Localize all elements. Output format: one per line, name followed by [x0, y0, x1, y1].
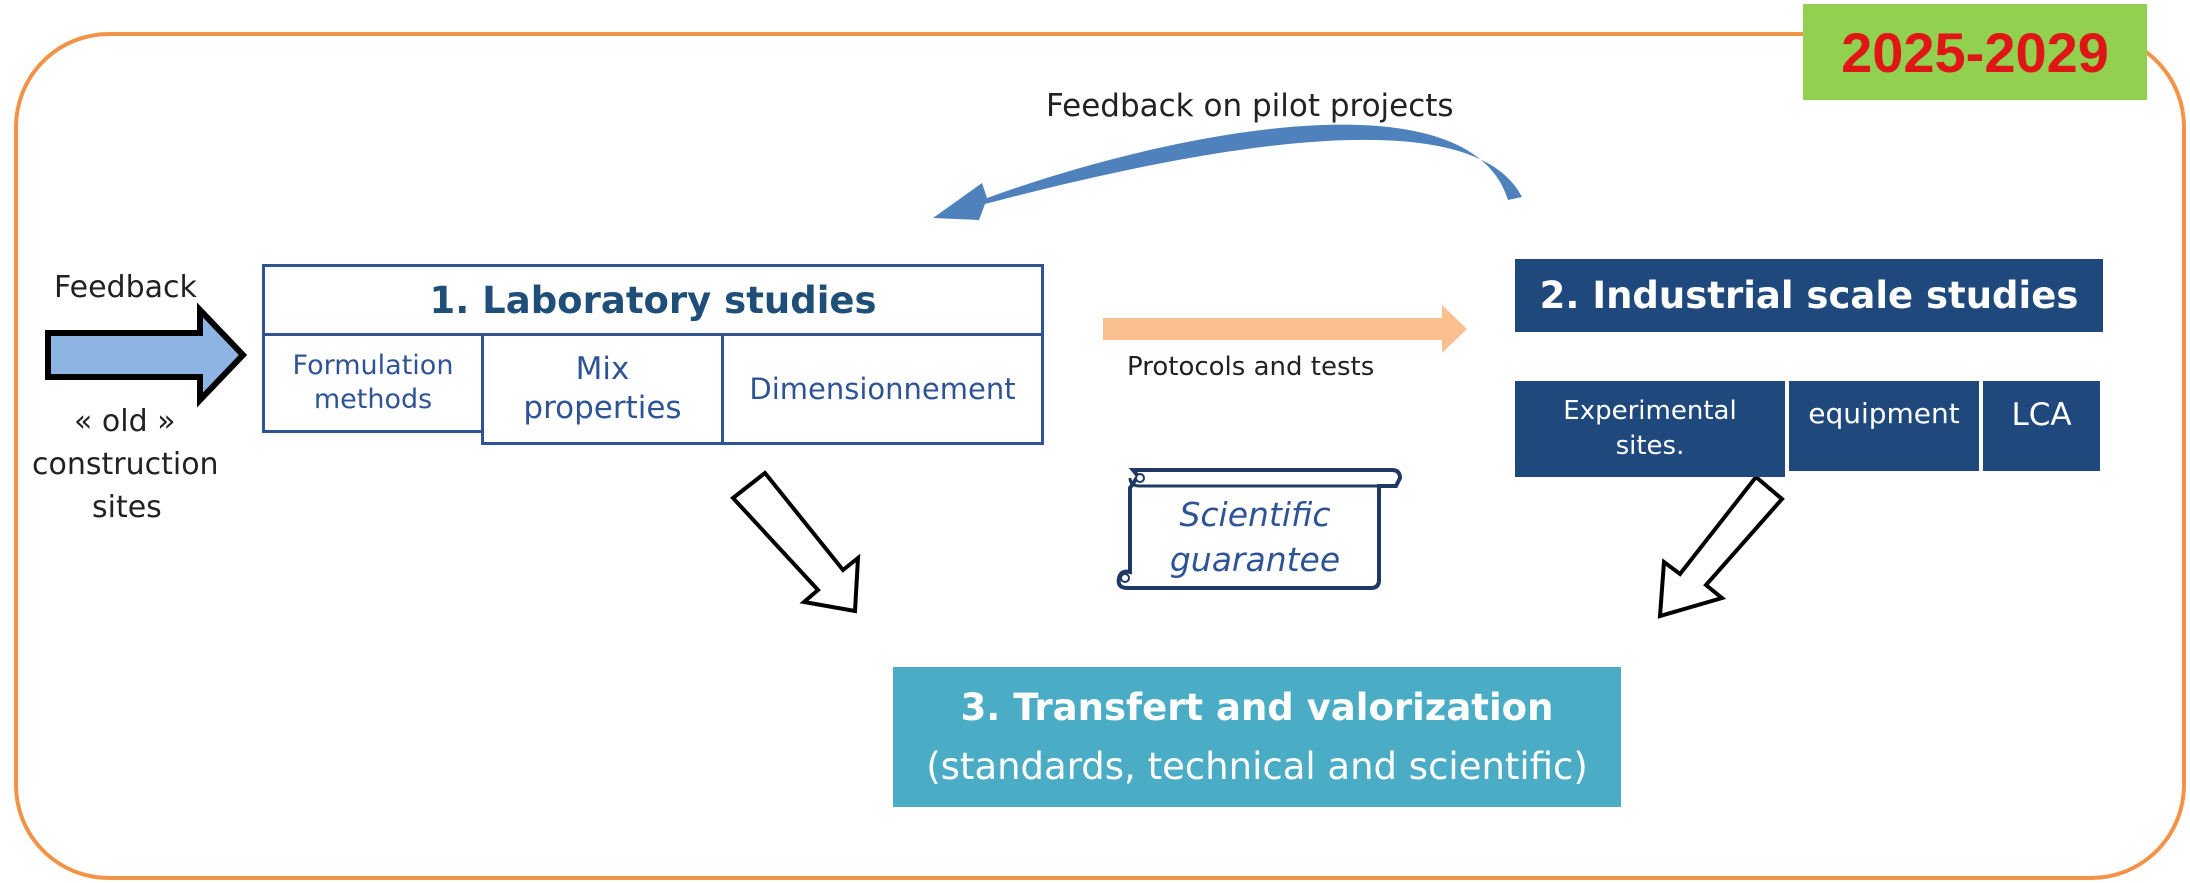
formulation-line2: methods — [313, 384, 433, 415]
transfer-subtitle: (standards, technical and scientific) — [926, 745, 1588, 788]
formulation-line1: Formulation — [292, 350, 454, 382]
industrial-to-transfer-arrow — [1657, 474, 1785, 619]
mix-line1: Mix — [575, 351, 630, 388]
scroll-icon — [1116, 468, 1403, 590]
industrial-studies-title: 2. Industrial scale studies — [1515, 259, 2103, 332]
lab-to-transfer-arrow — [730, 470, 861, 614]
equipment-cell: equipment — [1789, 381, 1979, 471]
experimental-sites-cell: Experimental sites. — [1515, 381, 1785, 477]
construction-label: construction — [32, 447, 219, 482]
lca-cell: LCA — [1983, 381, 2100, 471]
protocols-arrow — [1103, 305, 1467, 353]
lab-studies-title: 1. Laboratory studies — [262, 264, 1044, 336]
experimental-line1: Experimental — [1563, 395, 1737, 426]
protocols-label: Protocols and tests — [1127, 352, 1375, 382]
input-arrow — [45, 302, 248, 408]
sites-label: sites — [92, 490, 162, 525]
scientific-line1: Scientific — [1179, 495, 1331, 535]
outer-frame — [14, 32, 2186, 880]
mix-line2: properties — [523, 390, 682, 426]
scientific-line2: guarantee — [1169, 540, 1341, 579]
transfer-title: 3. Transfert and valorization — [960, 686, 1554, 729]
experimental-line2: sites. — [1615, 431, 1685, 461]
feedback-label: Feedback — [54, 270, 197, 305]
period-badge: 2025-2029 — [1803, 4, 2147, 100]
transfer-valorization-box: 3. Transfert and valorization (standards… — [893, 667, 1621, 807]
feedback-pilot-label: Feedback on pilot projects — [1046, 88, 1454, 124]
scientific-guarantee-text: Scientific guarantee — [1140, 482, 1370, 594]
old-label: « old » — [74, 404, 176, 439]
feedback-curved-arrow — [933, 124, 1522, 220]
dimensionnement-cell: Dimensionnement — [721, 333, 1044, 445]
